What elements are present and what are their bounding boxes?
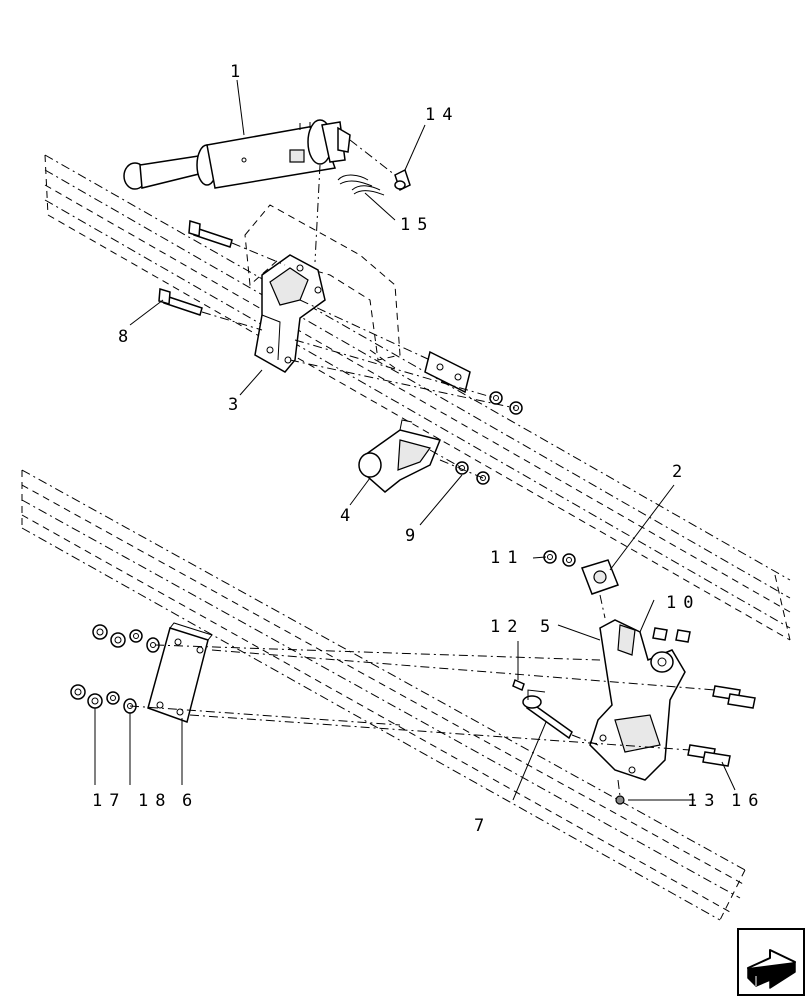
callout-8: 8 — [118, 327, 135, 347]
hitch-nuts — [543, 550, 576, 567]
callout-6: 6 — [182, 791, 199, 811]
plate-nuts — [489, 391, 523, 415]
hitch-bolts — [652, 627, 756, 767]
mount-plate — [424, 350, 471, 394]
leader-lines — [94, 79, 736, 801]
phantom-mount-bracket — [244, 204, 401, 369]
spacer-plate — [147, 622, 213, 723]
lower-bracket — [358, 419, 442, 493]
callout-13: 13 — [687, 791, 721, 811]
hitch-pin — [522, 689, 573, 740]
callout-4: 4 — [340, 506, 357, 526]
upper-frame-beam — [44, 154, 791, 641]
left-nuts-washers — [70, 624, 160, 714]
cylinder-pin — [394, 168, 411, 192]
bracket-nuts — [455, 461, 490, 485]
lower-frame-beam — [21, 469, 746, 921]
bushing-plate — [581, 559, 619, 595]
next-page-arrow-icon[interactable] — [737, 928, 805, 996]
callout-16: 16 — [731, 791, 765, 811]
callout-3: 3 — [228, 395, 245, 415]
callout-15: 15 — [400, 215, 434, 235]
hydraulic-cylinder — [123, 119, 351, 190]
callout-2: 2 — [672, 462, 689, 482]
callout-7: 7 — [474, 816, 491, 836]
callout-14: 14 — [425, 105, 459, 125]
assembly-centerlines — [129, 139, 716, 797]
hair-pin-clips — [337, 174, 385, 196]
small-nut — [615, 795, 625, 805]
callout-11: 11 — [490, 548, 524, 568]
hitch-bracket — [589, 619, 686, 781]
lynch-pin — [512, 678, 525, 692]
callout-1: 1 — [230, 62, 247, 82]
callout-17: 17 — [92, 791, 126, 811]
callout-10: 10 — [666, 593, 700, 613]
callout-labels: 1 14 15 8 3 4 9 2 11 10 12 5 17 18 6 7 1… — [92, 62, 765, 836]
callout-5: 5 — [540, 617, 557, 637]
support-bracket — [254, 254, 326, 373]
bolts-upper — [158, 220, 233, 316]
callout-9: 9 — [405, 526, 422, 546]
callout-18: 18 — [138, 791, 172, 811]
callout-12: 12 — [490, 617, 524, 637]
